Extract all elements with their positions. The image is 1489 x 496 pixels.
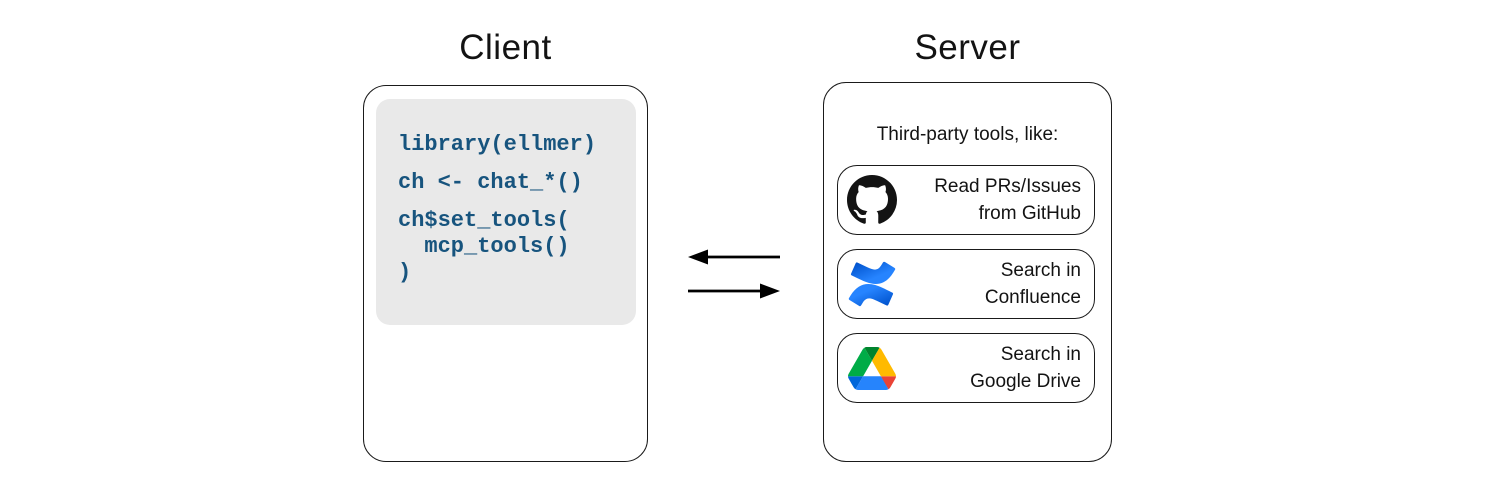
client-title: Client	[459, 28, 552, 67]
code-statement-chat: ch <- chat_*()	[398, 170, 583, 195]
tool-label-line2: from GitHub	[978, 203, 1081, 224]
tool-label-google-drive: Search in Google Drive	[897, 341, 1094, 395]
tool-card-google-drive: Search in Google Drive	[837, 333, 1095, 403]
tool-label-github: Read PRs/Issues from GitHub	[897, 173, 1094, 227]
tool-label-line1: Read PRs/Issues	[934, 176, 1081, 197]
confluence-icon	[847, 259, 897, 309]
code-statement-library: library(ellmer)	[398, 132, 597, 157]
server-subtitle: Third-party tools, like:	[876, 124, 1059, 145]
tool-card-confluence: Search in Confluence	[837, 249, 1095, 319]
code-statement-set-tools: ch$set_tools( mcp_tools() )	[398, 208, 570, 285]
tool-label-line2: Google Drive	[970, 371, 1081, 392]
arrows-group	[688, 249, 780, 299]
server-box: Third-party tools, like: Read PRs/Issues…	[823, 82, 1112, 462]
tool-label-line1: Search in	[1000, 260, 1081, 281]
tool-label-confluence: Search in Confluence	[897, 257, 1094, 311]
code-block: library(ellmer) ch <- chat_*() ch$set_to…	[376, 99, 636, 325]
github-icon	[847, 175, 897, 225]
client-box: library(ellmer) ch <- chat_*() ch$set_to…	[363, 85, 648, 462]
client-to-server-arrow	[688, 283, 780, 299]
server-to-client-arrow	[688, 249, 780, 265]
google-drive-icon	[847, 343, 897, 393]
tool-label-line2: Confluence	[984, 287, 1081, 308]
tool-label-line1: Search in	[1000, 344, 1081, 365]
tool-card-github: Read PRs/Issues from GitHub	[837, 165, 1095, 235]
server-title: Server	[914, 28, 1021, 67]
